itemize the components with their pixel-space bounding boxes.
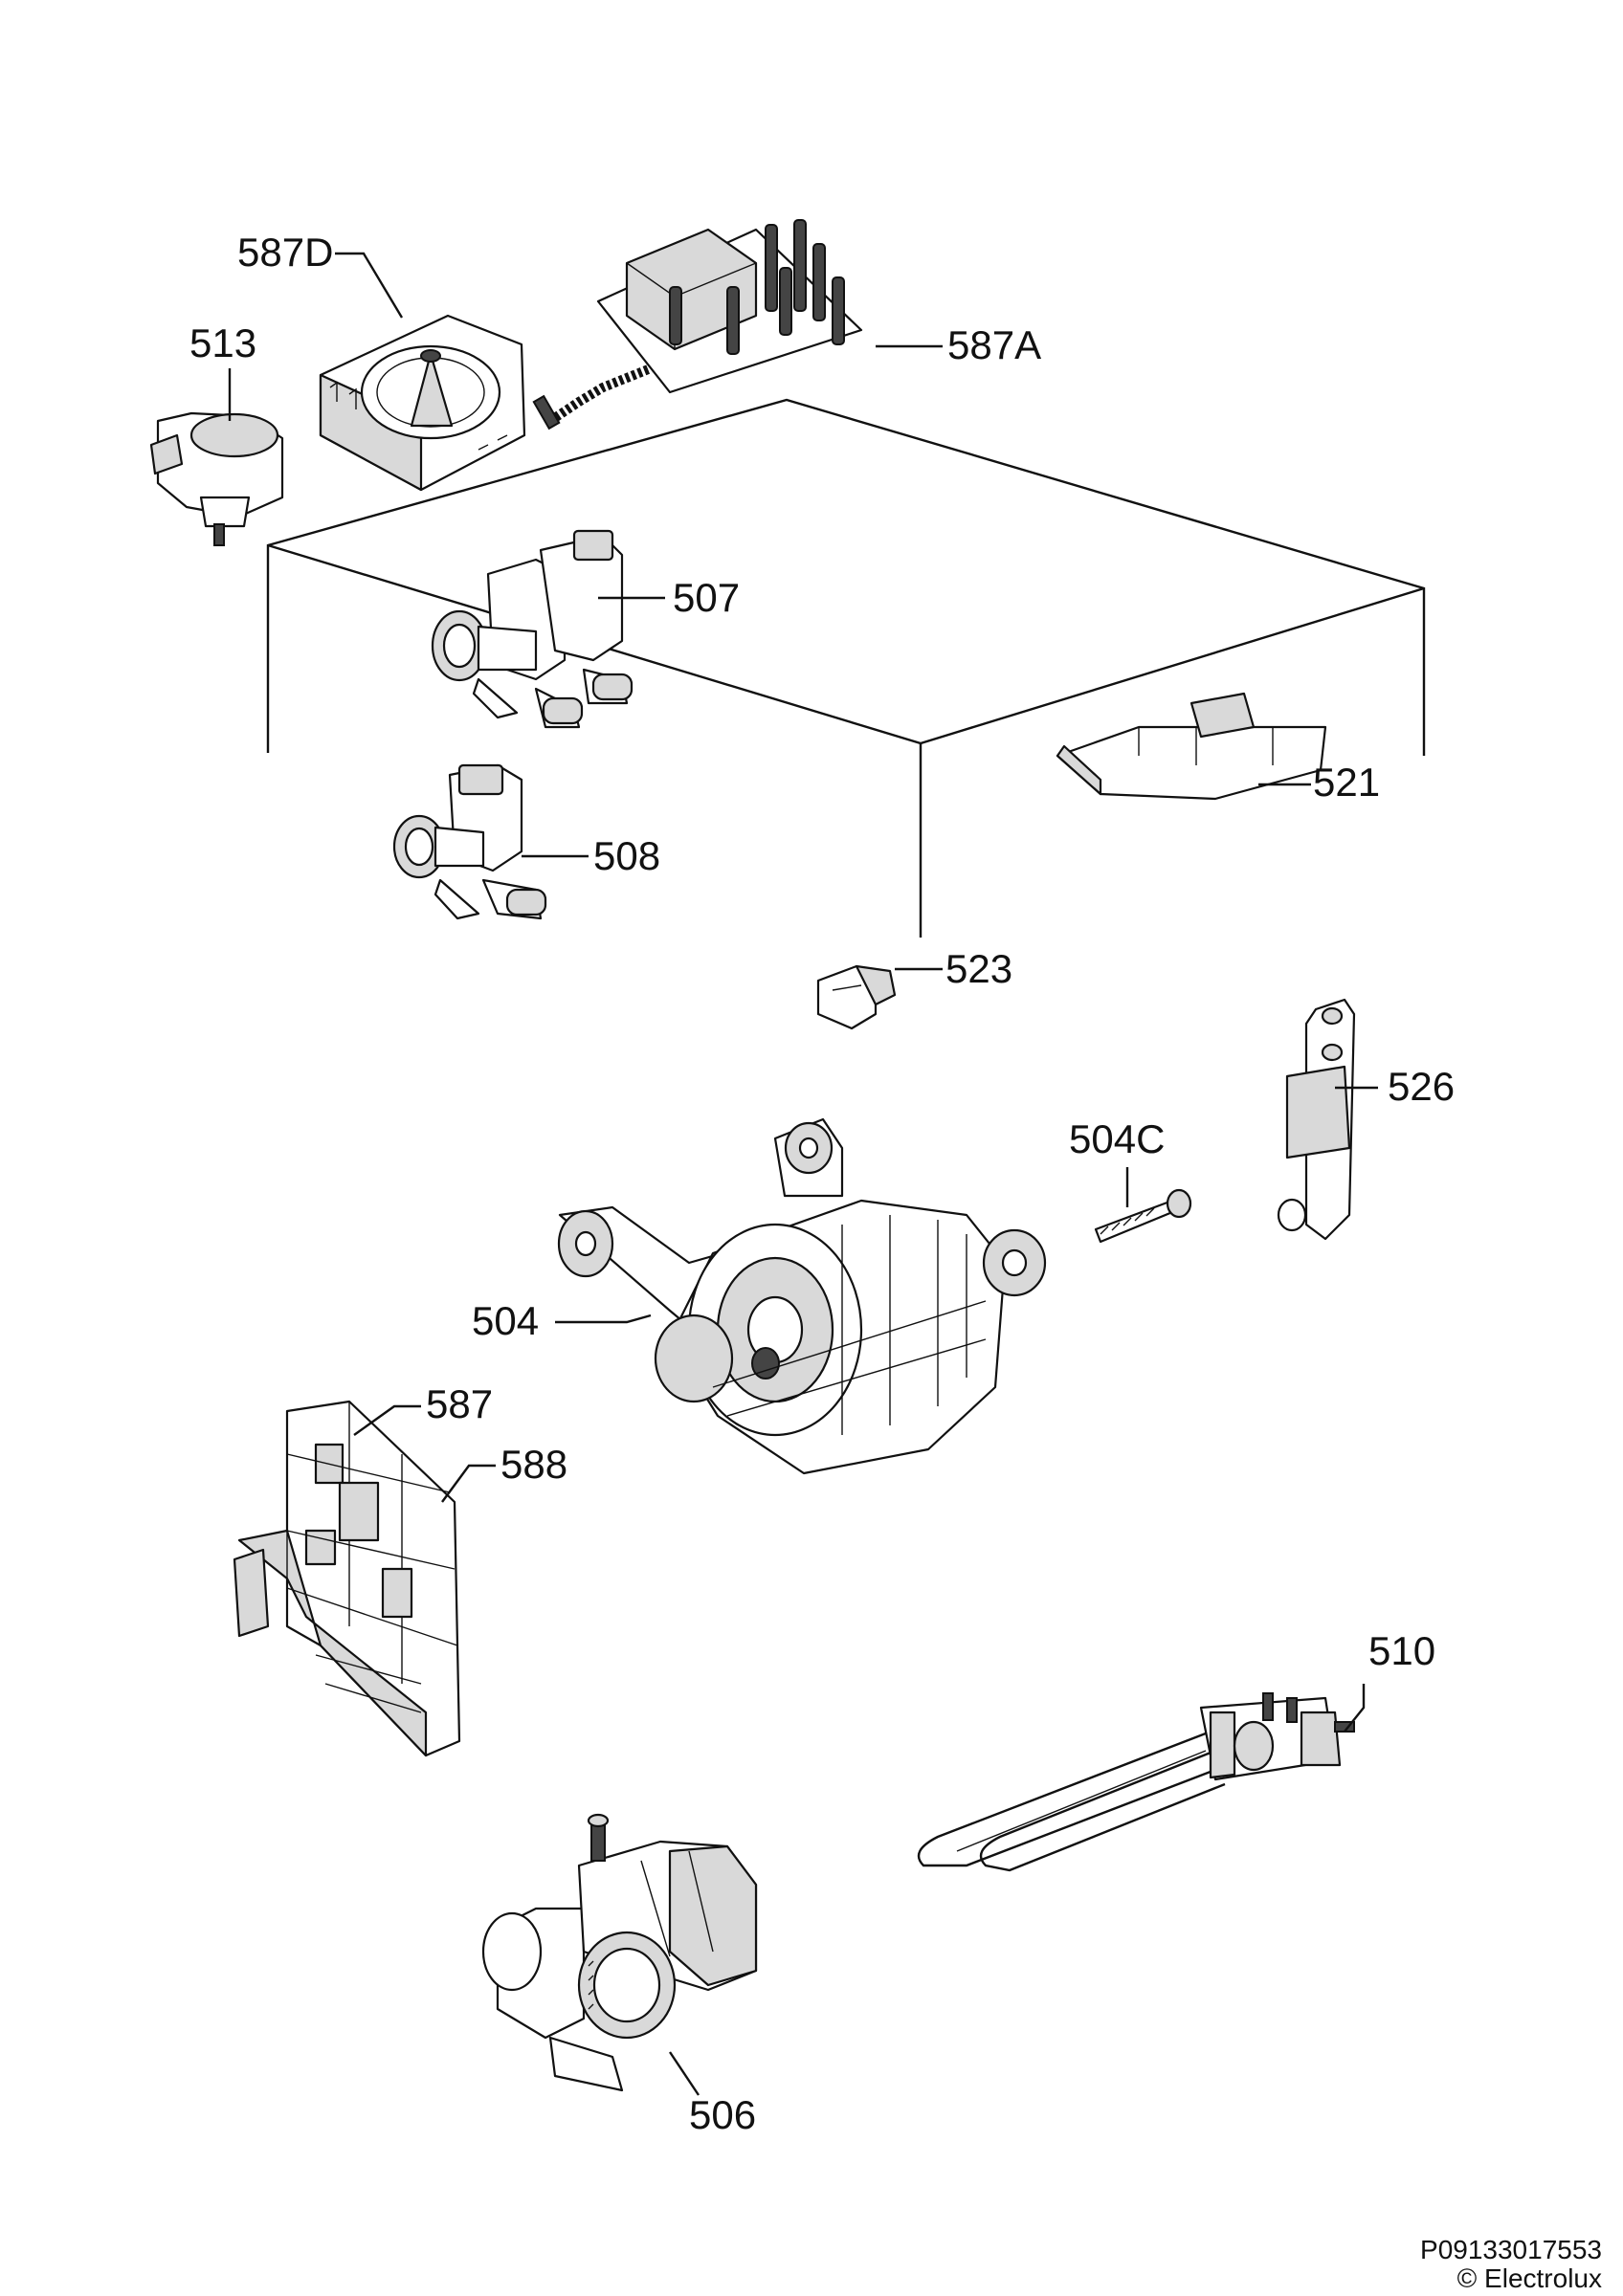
label-588: 588 <box>500 1442 568 1487</box>
copyright-notice: © Electrolux <box>1456 2263 1602 2293</box>
part-510-heating-element[interactable] <box>917 1692 1355 1872</box>
part-507-double-inlet-valve[interactable] <box>431 529 634 729</box>
label-504: 504 <box>472 1298 540 1343</box>
part-513-pressure-switch[interactable] <box>149 411 284 546</box>
part-504-motor[interactable] <box>557 1117 1047 1475</box>
label-521: 521 <box>1313 760 1381 805</box>
part-526-door-lock[interactable] <box>1277 998 1356 1241</box>
label-587d: 587D <box>237 230 334 275</box>
part-508-single-inlet-valve[interactable] <box>392 763 547 920</box>
part-587d-selector-panel[interactable] <box>319 314 526 492</box>
part-587a-terminal-board[interactable] <box>532 219 863 430</box>
label-507: 507 <box>673 575 741 620</box>
label-506: 506 <box>689 2092 757 2137</box>
label-510: 510 <box>1368 1628 1436 1673</box>
label-508: 508 <box>593 833 661 878</box>
leader-lines <box>228 252 1378 2096</box>
cabinet-outline <box>266 398 1426 938</box>
label-587a: 587A <box>947 322 1042 367</box>
part-523-connector[interactable] <box>816 964 897 1030</box>
part-587-588-main-board[interactable] <box>233 1400 461 1757</box>
part-506-drain-pump[interactable] <box>481 1813 758 2092</box>
label-526: 526 <box>1388 1064 1456 1109</box>
label-513: 513 <box>189 320 257 365</box>
document-code: P09133017553 <box>1420 2235 1602 2264</box>
part-504c-screw[interactable] <box>1094 1188 1192 1244</box>
label-523: 523 <box>945 946 1013 991</box>
part-521-interlock-bracket[interactable] <box>1056 692 1327 801</box>
label-504c: 504C <box>1069 1116 1166 1161</box>
label-587: 587 <box>426 1381 494 1426</box>
